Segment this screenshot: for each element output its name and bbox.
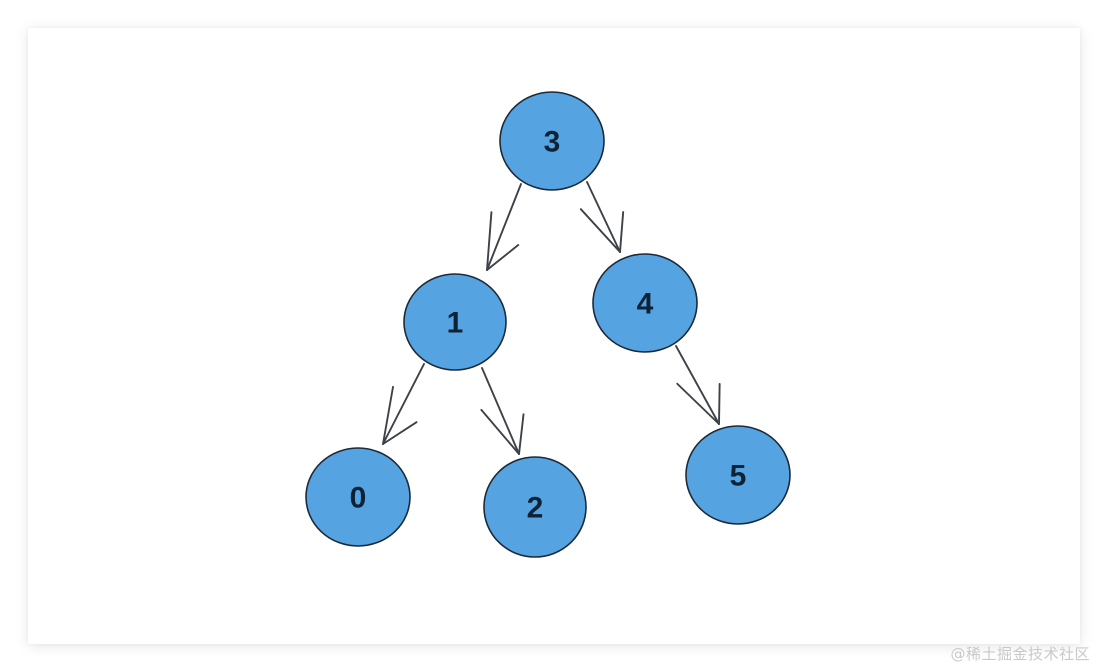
- watermark-text: @稀土掘金技术社区: [950, 645, 1090, 663]
- diagram-card: [40, 39, 1068, 632]
